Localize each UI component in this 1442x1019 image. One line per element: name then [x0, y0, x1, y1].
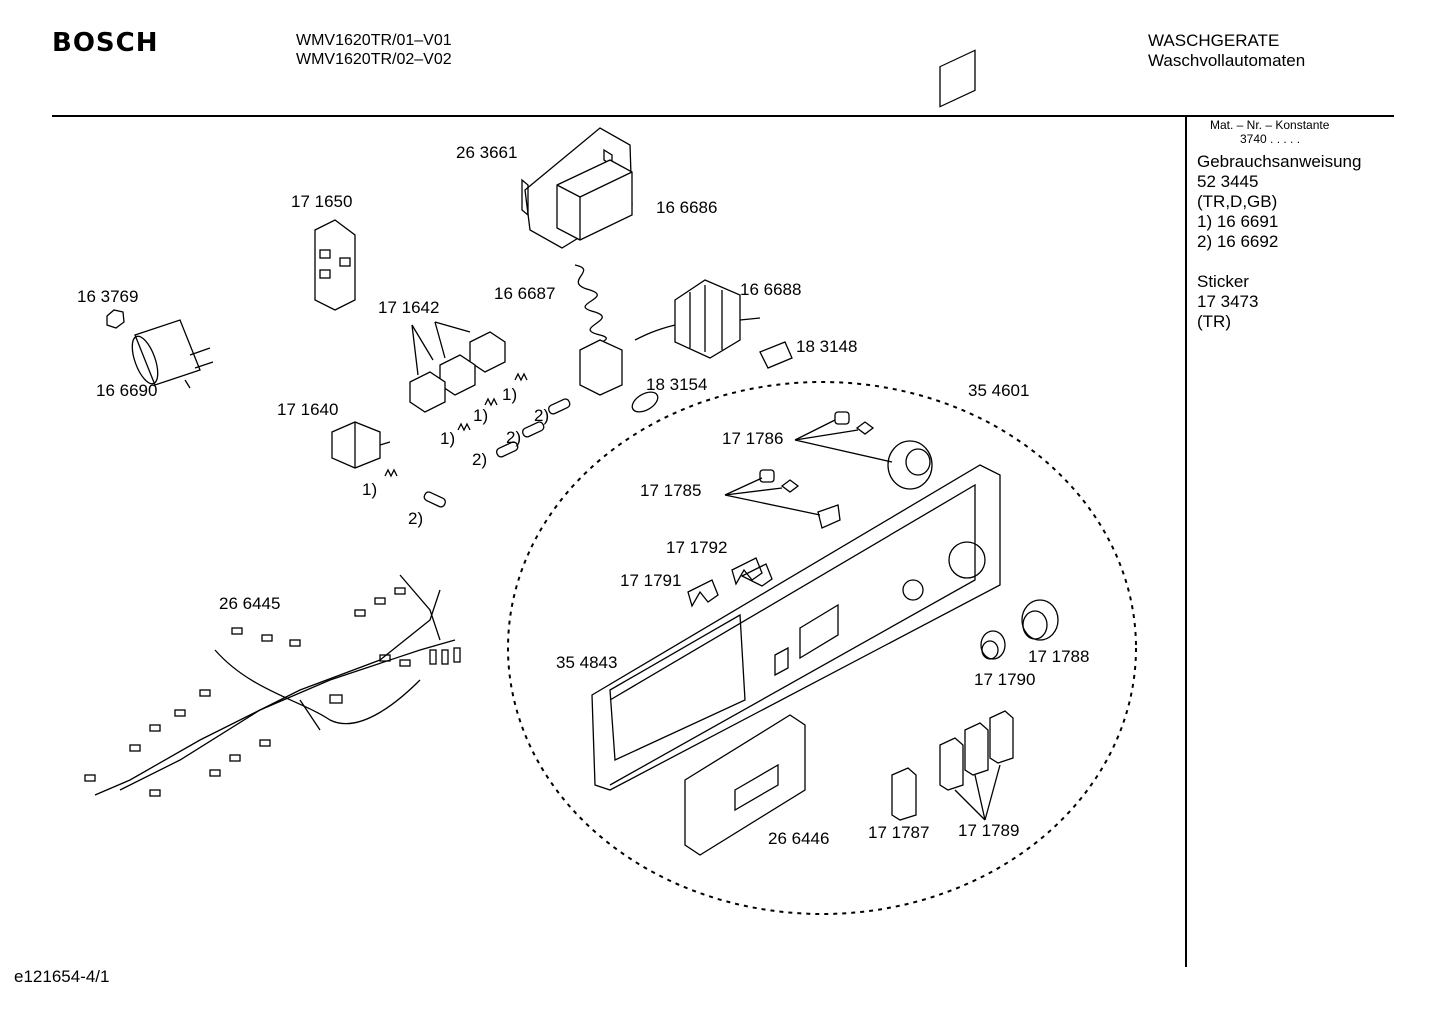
label-17-1789: 17 1789 — [958, 821, 1019, 840]
front-panel-drawing — [591, 49, 1001, 791]
label-17-1650: 17 1650 — [291, 192, 352, 211]
sticker-language: (TR) — [1197, 312, 1231, 331]
shaft-drawing — [759, 341, 793, 369]
label-17-1791: 17 1791 — [620, 571, 681, 590]
variant-mark-1: 1) — [502, 385, 517, 404]
manual-variant-1: 1) 16 6691 — [1197, 212, 1279, 231]
header-divider — [52, 115, 1394, 117]
variant-mark-2: 2) — [472, 450, 487, 469]
brand-logo: BOSCH — [52, 28, 159, 58]
model-number-1: WMV1620TR/01–V01 — [296, 32, 452, 49]
mat-nr-label: Mat. – Nr. – Konstante — [1210, 118, 1330, 132]
drawer-fascia-drawing — [684, 714, 806, 856]
control-panel-group-outline — [507, 381, 1137, 915]
model-number-2: WMV1620TR/02–V02 — [296, 51, 452, 68]
label-35-4601: 35 4601 — [968, 381, 1029, 400]
button-caps-drawing — [891, 710, 1014, 821]
label-26-6445: 26 6445 — [219, 594, 280, 613]
label-17-1788: 17 1788 — [1028, 647, 1089, 666]
manual-variant-2: 2) 16 6692 — [1197, 232, 1279, 251]
push-switch-drawings — [409, 331, 506, 413]
category-line-2: Waschvollautomaten — [1148, 51, 1306, 70]
label-18-3148: 18 3148 — [796, 337, 857, 356]
sticker-number: 17 3473 — [1197, 292, 1259, 311]
variant-mark-2: 2) — [506, 428, 521, 447]
label-26-3661: 26 3661 — [456, 143, 517, 162]
label-17-1640: 17 1640 — [277, 400, 338, 419]
pin-drawings — [423, 398, 571, 508]
label-17-1787: 17 1787 — [868, 823, 929, 842]
spring-drawings — [384, 372, 528, 478]
wiring-harness-drawing — [84, 574, 461, 797]
manual-languages: (TR,D,GB) — [1197, 192, 1278, 211]
relay-module-drawing — [556, 159, 633, 241]
label-18-3154: 18 3154 — [646, 375, 707, 394]
mat-nr-value: 3740 . . . . . — [1240, 132, 1301, 146]
sticker-title: Sticker — [1197, 272, 1249, 291]
variant-mark-2: 2) — [534, 406, 549, 425]
document-code: e121654-4/1 — [14, 967, 110, 986]
knob-17-1790-drawing — [980, 630, 1006, 660]
clip-parts-drawing — [759, 411, 875, 529]
label-16-6686: 16 6686 — [656, 198, 717, 217]
sensor-cable-drawing — [574, 264, 607, 351]
label-16-6688: 16 6688 — [740, 280, 801, 299]
variant-mark-1: 1) — [473, 406, 488, 425]
label-16-6687: 16 6687 — [494, 284, 555, 303]
label-17-1785: 17 1785 — [640, 481, 701, 500]
variant-mark-1: 1) — [440, 429, 455, 448]
label-16-3769: 16 3769 — [77, 287, 138, 306]
program-knob-drawing — [887, 440, 933, 490]
thermostat-knob-drawing — [631, 391, 659, 413]
variant-mark-2: 2) — [408, 509, 423, 528]
bracket-clips-drawing — [687, 557, 773, 608]
label-17-1642: 17 1642 — [378, 298, 439, 317]
category-line-1: WASCHGERATE — [1148, 31, 1280, 50]
terminal-block-drawing — [314, 219, 356, 311]
knob-17-1788-drawing — [1021, 599, 1059, 641]
capacitor-drawing — [131, 319, 214, 389]
label-16-6690: 16 6690 — [96, 381, 157, 400]
label-17-1792: 17 1792 — [666, 538, 727, 557]
model-numbers: WMV1620TR/01–V01 WMV1620TR/02–V02 — [296, 31, 452, 69]
label-35-4843: 35 4843 — [556, 653, 617, 672]
label-17-1790: 17 1790 — [974, 670, 1035, 689]
sidebar-divider — [1185, 117, 1187, 967]
label-17-1786: 17 1786 — [722, 429, 783, 448]
panel-insert-drawing — [609, 613, 746, 761]
nut-drawing — [106, 309, 125, 329]
sidebar-info: Mat. – Nr. – Konstante 3740 . . . . . Ge… — [1197, 118, 1361, 332]
programmer-timer-drawing — [634, 279, 761, 359]
manual-title: Gebrauchsanweisung — [1197, 152, 1362, 171]
manual-number: 52 3445 — [1197, 172, 1259, 191]
variant-mark-1: 1) — [362, 480, 377, 499]
main-switch-drawing — [331, 421, 391, 469]
thermostat-drawing — [579, 339, 623, 396]
category-heading: WASCHGERATE Waschvollautomaten — [1148, 31, 1305, 71]
label-26-6446: 26 6446 — [768, 829, 829, 848]
